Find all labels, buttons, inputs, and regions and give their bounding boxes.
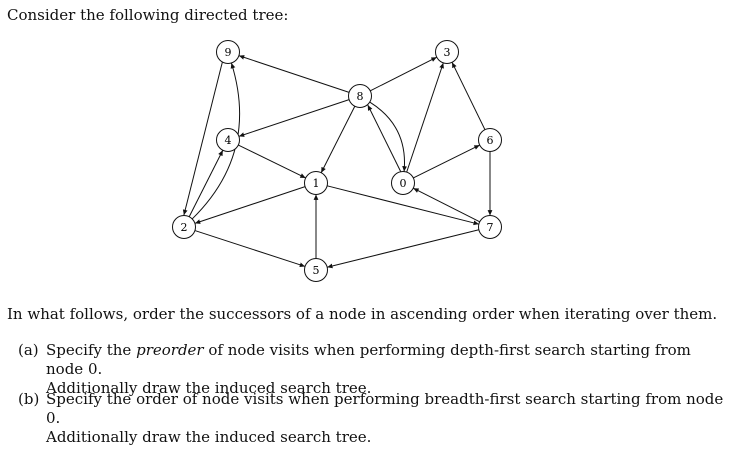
question-b-line2: Additionally draw the induced search tre… <box>46 428 372 446</box>
node-3: 3 <box>435 40 459 64</box>
node-2-circle <box>172 215 196 239</box>
edge-1-to-7 <box>327 185 479 226</box>
edge-7-to-0 <box>413 187 480 223</box>
node-9-label: 9 <box>225 46 232 59</box>
edge-7-to-5 <box>327 229 479 269</box>
question-a-marker: (a) <box>18 341 39 359</box>
node-1: 1 <box>304 171 328 195</box>
edge-8-to-9 <box>238 55 350 93</box>
node-5: 5 <box>304 258 328 282</box>
question-b-marker: (b) <box>18 390 40 408</box>
edge-0-to-8 <box>367 104 402 172</box>
node-4-circle <box>216 128 240 152</box>
edge-8-to-3 <box>370 56 437 92</box>
question-b-line1: Specify the order of node visits when pe… <box>46 390 724 427</box>
node-8: 8 <box>348 84 372 108</box>
directed-graph: 0 1 2 3 4 5 6 7 8 9 <box>172 40 502 282</box>
node-1-circle <box>304 171 328 195</box>
node-1-label: 1 <box>313 177 320 190</box>
edge-8-to-0 <box>369 101 407 172</box>
node-6-label: 6 <box>487 134 494 147</box>
edge-6-to-3 <box>451 62 486 130</box>
node-0-circle <box>391 171 415 195</box>
node-4-label: 4 <box>225 134 232 147</box>
node-3-label: 3 <box>444 46 451 59</box>
edge-8-to-1 <box>320 106 356 173</box>
instructions-paragraph: In what follows, order the successors of… <box>7 305 718 323</box>
node-6-circle <box>478 128 502 152</box>
question-a-text-end: of node visits when performing depth-fir… <box>46 341 691 378</box>
edge-1-to-2 <box>194 186 306 224</box>
edge-2-to-5 <box>194 230 306 268</box>
edge-8-to-4 <box>238 99 350 137</box>
edge-9-to-2 <box>182 62 223 216</box>
node-9-circle <box>216 40 240 64</box>
intro-text: Consider the following directed tree: <box>7 6 289 24</box>
node-8-circle <box>348 84 372 108</box>
edge-2-to-4 <box>188 150 224 217</box>
node-7: 7 <box>478 215 502 239</box>
question-a-text-start: Specify the <box>46 341 137 359</box>
node-0-label: 0 <box>400 177 407 190</box>
node-3-circle <box>435 40 459 64</box>
node-5-circle <box>304 258 328 282</box>
question-a-emphasis: preorder <box>136 341 204 359</box>
node-5-label: 5 <box>313 264 320 277</box>
node-2: 2 <box>172 215 196 239</box>
question-a-line2: Additionally draw the induced search tre… <box>46 379 372 397</box>
edge-0-to-3 <box>406 62 444 173</box>
edge-4-to-1 <box>238 144 306 179</box>
node-2-label: 2 <box>181 221 188 234</box>
node-7-label: 7 <box>487 221 494 234</box>
node-9: 9 <box>216 40 240 64</box>
node-4: 4 <box>216 128 240 152</box>
node-7-circle <box>478 215 502 239</box>
node-8-label: 8 <box>357 90 364 103</box>
node-0: 0 <box>391 171 415 195</box>
node-6: 6 <box>478 128 502 152</box>
edge-0-to-6 <box>413 144 480 179</box>
